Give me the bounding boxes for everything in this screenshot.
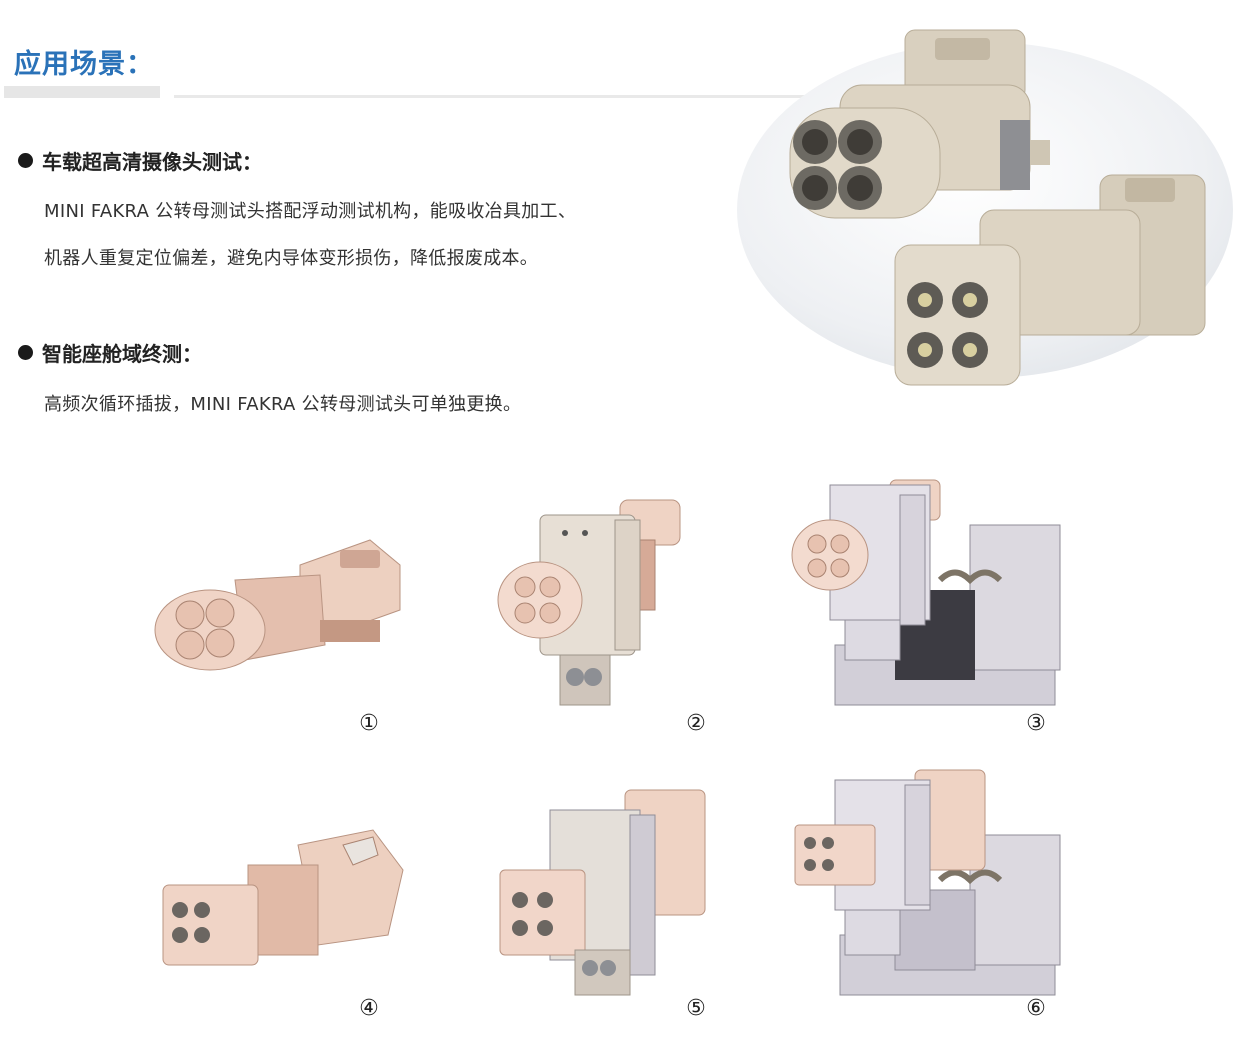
bullet-icon xyxy=(18,345,33,360)
figure-1-label: ① xyxy=(359,711,379,736)
scenario-2-heading: 智能座舱域终测： xyxy=(42,342,202,366)
figure-4-label: ④ xyxy=(359,996,379,1021)
figure-5-male-with-plate xyxy=(499,789,706,996)
title-divider-line xyxy=(174,95,834,98)
scenario-2-line-1: 高频次循环插拔，MINI FAKRA 公转母测试头可单独更换。 xyxy=(44,394,522,415)
figure-2-connector-with-plate xyxy=(497,499,681,706)
scenario-1-heading: 车载超高清摄像头测试： xyxy=(42,150,262,174)
scenario-1-line-1: MINI FAKRA 公转母测试头搭配浮动测试机构，能吸收冶具加工、 xyxy=(44,201,577,222)
figure-3-female-fixture xyxy=(791,479,1061,706)
title-underline-bar xyxy=(4,86,160,98)
figure-2-label: ② xyxy=(686,711,706,736)
section-title: 应用场景： xyxy=(14,49,154,80)
figure-3-label: ③ xyxy=(1026,711,1046,736)
bullet-icon xyxy=(18,153,33,168)
figure-6-male-fixture xyxy=(794,769,1061,996)
figure-5-label: ⑤ xyxy=(686,996,706,1021)
hero-connector-image xyxy=(737,29,1233,386)
scenario-1-line-2: 机器人重复定位偏差，避免内导体变形损伤，降低报废成本。 xyxy=(44,248,539,269)
figure-1-female-connector xyxy=(154,539,401,671)
figure-4-male-connector xyxy=(162,829,404,966)
figure-6-label: ⑥ xyxy=(1026,996,1046,1021)
